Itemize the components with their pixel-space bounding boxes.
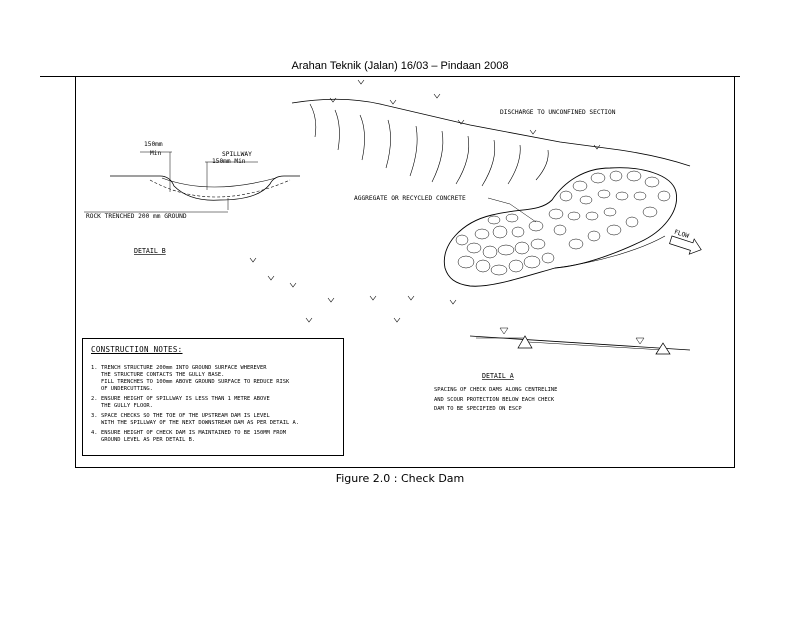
detail-b-150mm: 150mm (144, 141, 163, 148)
flow-arrows (249, 79, 601, 323)
note-item: 3.SPACE CHECKS SO THE TOE OF THE UPSTREA… (91, 413, 299, 426)
drawing-frame (75, 76, 735, 468)
aggregate-stones (455, 170, 671, 276)
detail-a-bed-line (469, 335, 691, 351)
detail-b-rock-trenched: ROCK TRENCHED 200 mm GROUND (86, 213, 187, 220)
detail-a-level-marker-1 (499, 327, 509, 335)
detail-a-dam-1 (517, 335, 533, 349)
flow-arrow: FLOW (669, 229, 702, 255)
detail-b-min: Min (150, 150, 161, 157)
detail-b-spillway: SPILLWAY (222, 151, 252, 158)
note-item: 2.ENSURE HEIGHT OF SPILLWAY IS LESS THAN… (91, 396, 270, 409)
detail-a: DETAIL A (469, 327, 691, 380)
aggregate-label: AGGREGATE OR RECYCLED CONCRETE (354, 195, 466, 202)
discharge-label: DISCHARGE TO UNCONFINED SECTION (500, 109, 616, 116)
detail-b-spillway-line (161, 177, 277, 188)
detail-a-dam-2 (655, 342, 671, 355)
bank-hatching (309, 103, 549, 187)
detail-a-level-marker-2 (635, 337, 645, 345)
detail-b: 150mm Min SPILLWAY 150mm Min ROCK TRENCH… (84, 141, 300, 255)
note-item: 4.ENSURE HEIGHT OF CHECK DAM IS MAINTAIN… (91, 430, 286, 443)
construction-notes-list: 1.TRENCH STRUCTURE 200mm INTO GROUND SUR… (91, 365, 337, 447)
figure-caption: Figure 2.0 : Check Dam (335, 472, 465, 485)
detail-b-title: DETAIL B (134, 247, 166, 255)
detail-b-trench-line (149, 179, 291, 198)
page-header: Arahan Teknik (Jalan) 16/03 – Pindaan 20… (291, 60, 509, 72)
detail-a-water-line (476, 337, 665, 351)
flow-label: FLOW (673, 229, 690, 240)
construction-notes-title: CONSTRUCTION NOTES: (91, 345, 183, 354)
detail-b-spillway-min: 150mm Min (212, 158, 246, 165)
note-item: 1.TRENCH STRUCTURE 200mm INTO GROUND SUR… (91, 365, 290, 392)
gully-bottom-edge (554, 235, 666, 269)
aggregate-check-dam (443, 167, 677, 287)
aggregate-leader (487, 197, 537, 223)
gully-top-edge (291, 98, 691, 167)
detail-a-description: SPACING OF CHECK DAMS ALONG CENTRELINE A… (434, 387, 558, 412)
construction-notes: CONSTRUCTION NOTES: 1.TRENCH STRUCTURE 2… (82, 338, 344, 456)
detail-a-title: DETAIL A (482, 372, 514, 380)
